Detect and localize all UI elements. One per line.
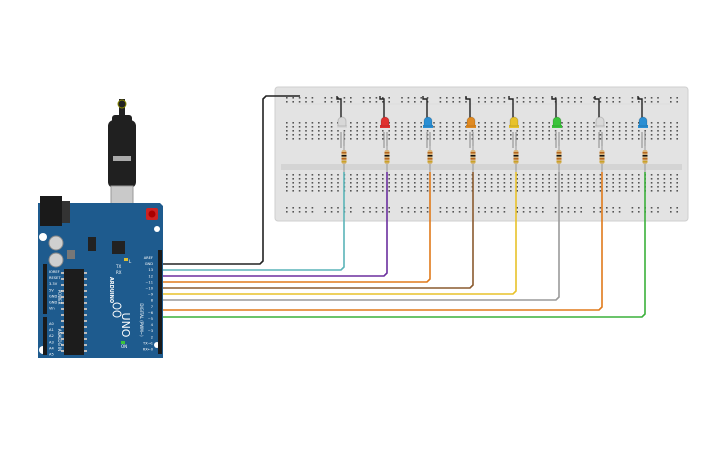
- arduino-model-label: UNO: [119, 313, 132, 338]
- digital-group-label: DIGITAL (PWM~): [139, 303, 144, 337]
- power-pin-label: RESET: [49, 276, 61, 280]
- signal-wire: [163, 172, 560, 301]
- arduino-brand-label: ARDUINO: [108, 277, 114, 303]
- resistor[interactable]: [470, 146, 476, 172]
- power-pin-label: Vin: [49, 307, 55, 311]
- led-yellow[interactable]: [508, 96, 519, 148]
- analog-pin-label: A5: [49, 353, 54, 357]
- analog-pin-label: A0: [49, 322, 54, 326]
- analog-group-label: ANALOG IN: [57, 329, 62, 351]
- led-components: [336, 96, 648, 172]
- ground-wire: [163, 95, 300, 265]
- header-pin-label: 12: [148, 274, 153, 278]
- header-pin-label: 13: [148, 268, 153, 272]
- resistor[interactable]: [513, 146, 519, 172]
- header-pin-label: ~11: [145, 280, 153, 284]
- header-pin-label: ~6: [148, 311, 154, 315]
- analog-pin-label: A2: [49, 334, 54, 338]
- header-pin-label: ~5: [148, 317, 153, 321]
- resistor[interactable]: [556, 146, 562, 172]
- signal-wire: [163, 172, 431, 283]
- led-green[interactable]: [551, 96, 562, 148]
- chip-pins: [61, 272, 87, 352]
- header-pin-label: AREF: [144, 256, 153, 260]
- power-pin-label: GND: [49, 294, 57, 298]
- led-orange[interactable]: [465, 96, 476, 148]
- led-blue-1[interactable]: [422, 96, 433, 148]
- l-led-label: L: [129, 259, 132, 264]
- header-pin-label: 8: [151, 299, 154, 303]
- analog-pin-label: A1: [49, 328, 54, 332]
- header-pin-label: TX→1: [142, 341, 153, 345]
- resistor[interactable]: [427, 146, 433, 172]
- power-pin-label: 5V: [49, 288, 54, 292]
- header-pin-label: ~10: [145, 287, 153, 291]
- power-group-label: POWER: [57, 290, 62, 305]
- header-pin-label: ~3: [148, 329, 153, 333]
- tx-led-label: TX: [115, 264, 121, 269]
- analog-pin-label: A4: [49, 346, 54, 350]
- signal-wire: [163, 172, 603, 311]
- power-pin-label: IOREF: [49, 270, 60, 274]
- power-pin-label: GND: [49, 301, 57, 305]
- resistor[interactable]: [384, 146, 390, 172]
- led-white-2[interactable]: [594, 96, 605, 148]
- resistor[interactable]: [599, 146, 605, 172]
- header-pin-label: GND: [145, 262, 153, 266]
- wires: [163, 95, 646, 318]
- led-red[interactable]: [379, 96, 390, 148]
- breadboard[interactable]: [274, 86, 689, 222]
- breadboard-holes: [286, 97, 678, 213]
- led-blue-2[interactable]: [637, 96, 648, 148]
- resistor[interactable]: [642, 146, 648, 172]
- resistor[interactable]: [341, 146, 347, 172]
- header-pin-label: 4: [151, 323, 154, 327]
- on-led-label: ON: [121, 344, 127, 349]
- header-pin-label: RX←0: [143, 348, 154, 352]
- arduino-logo-icon: [112, 302, 122, 318]
- rx-led-label: RX: [116, 270, 122, 275]
- signal-wire: [163, 172, 388, 277]
- header-pin-label: 2: [151, 335, 153, 339]
- signal-wire: [163, 172, 345, 271]
- analog-pin-label: A3: [49, 340, 54, 344]
- header-pin-label: ~9: [148, 293, 154, 297]
- arduino-uno-board[interactable]: AREF GND 13 12 ~11 ~10 ~9 8 7 ~6 ~5 4 ~3 2TX→1RX←0 IOR…: [38, 196, 163, 358]
- power-pin-label: 3.3V: [49, 282, 58, 286]
- signal-wire: [163, 172, 646, 318]
- signal-wire: [163, 172, 517, 295]
- signal-wire: [163, 172, 474, 289]
- header-pin-label: 7: [151, 305, 153, 309]
- led-white-1[interactable]: [336, 96, 347, 148]
